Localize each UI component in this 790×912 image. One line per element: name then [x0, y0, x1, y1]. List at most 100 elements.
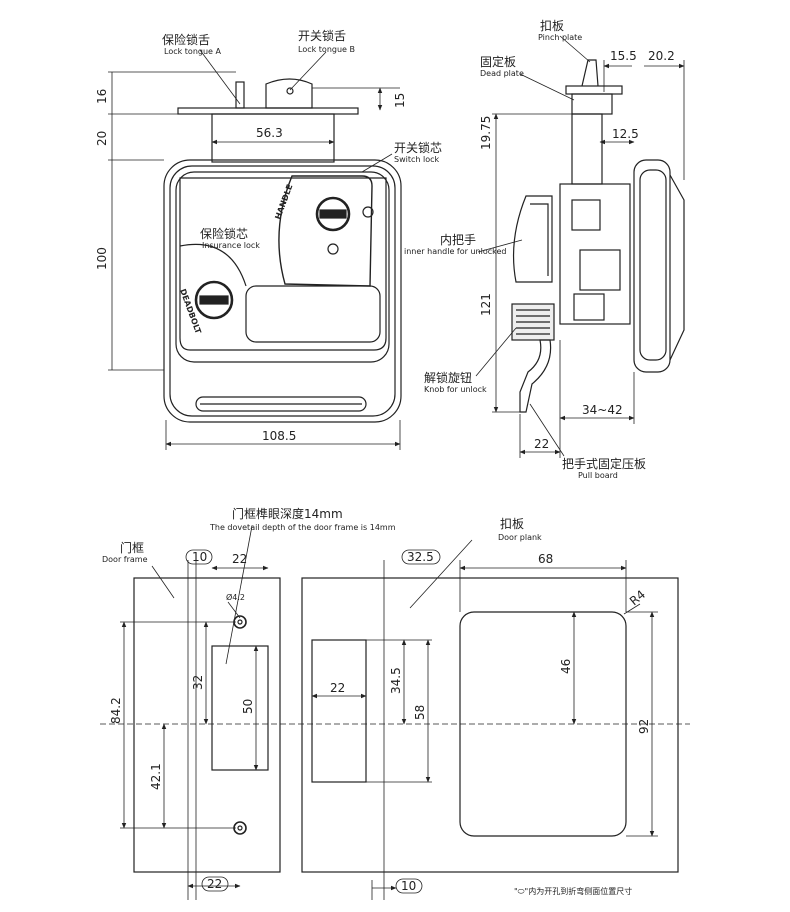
- dim-15: 15: [393, 93, 407, 108]
- dim-42-1: 42.1: [149, 763, 163, 790]
- front-view-text: 保险锁舌 Lock tongue A 开关锁舌 Lock tongue B 开关…: [95, 28, 442, 443]
- leader-dovetail: [225, 525, 253, 665]
- door-frame-text: 门框 Door frame 门框榫眼深度14mm The dovetail de…: [102, 506, 396, 892]
- side-cover: [633, 159, 671, 373]
- door-frame-label-en: Door frame: [102, 555, 148, 564]
- insurance-lock-cylinder: [194, 280, 234, 320]
- plank-cutout-small: [311, 639, 367, 783]
- door-plank-outline: [301, 577, 679, 873]
- top-plate: [177, 107, 359, 115]
- dim-20-2: 20.2: [648, 49, 675, 63]
- lock-housing-outer: [163, 159, 402, 423]
- dead-plate: [571, 93, 613, 115]
- dim-108-5: 108.5: [262, 429, 296, 443]
- knob-lines: [516, 309, 550, 335]
- dovetail-label: 门框榫眼深度14mm: [232, 506, 343, 521]
- dim-10-frame: 10: [192, 550, 207, 564]
- leader-door-plank: [409, 539, 473, 609]
- insurance-lock-label: 保险锁芯: [200, 226, 248, 241]
- dim-22-plank: 22: [330, 681, 345, 695]
- lock-tongue-a: [235, 81, 245, 109]
- switch-lock-label: 开关锁芯: [394, 140, 442, 155]
- dead-plate-label: 固定板: [480, 54, 516, 69]
- dim-50: 50: [241, 699, 255, 714]
- dim-10-frame-badge: [185, 549, 213, 565]
- pinch-clip: [581, 59, 599, 87]
- handle-text: HANDLE: [273, 183, 294, 221]
- dim-121: 121: [479, 293, 493, 316]
- door-plank-text: 扣板 Door plank 32.5 68 R4 46 22 34.5 58 9…: [330, 517, 651, 896]
- dim-22-side: 22: [534, 437, 549, 451]
- door-frame-dimensions: [100, 525, 690, 900]
- leader-pull-board: [529, 403, 565, 457]
- dim-19-75: 19.75: [479, 116, 493, 150]
- dim-22-frame-badge: [201, 876, 229, 892]
- plank-cutout-large: [459, 611, 627, 837]
- door-frame-label: 门框: [120, 540, 144, 555]
- side-mechanism: [559, 183, 631, 325]
- leader-phi: [227, 601, 241, 619]
- side-body-upper: [571, 113, 603, 185]
- bottom-lip: [195, 396, 367, 412]
- bend-note: "⬭"内为开孔到折弯侧面位置尺寸: [514, 886, 632, 896]
- dim-22-frame-bottom: 22: [207, 877, 222, 891]
- pinch-plate-label-en: Pinch plate: [538, 33, 582, 42]
- inner-handle-label-en: inner handle for unlocked: [404, 247, 506, 256]
- switch-body-neck: [211, 113, 335, 163]
- insurance-lock-slot: [199, 295, 229, 305]
- door-plank-dimensions: [311, 539, 658, 900]
- dim-10-plank: 10: [401, 879, 416, 893]
- inner-handle-label: 内把手: [440, 233, 476, 247]
- dim-phi-4-2: Ø4.2: [226, 592, 245, 602]
- door-frame-outline: [133, 577, 281, 873]
- dim-92: 92: [637, 719, 651, 734]
- dim-12-5: 12.5: [612, 127, 639, 141]
- pull-board-label: 把手式固定压板: [562, 456, 646, 471]
- inner-handle-detail: [530, 203, 549, 276]
- screw-hole-bottom-inner: [237, 825, 243, 831]
- leader-dead-plate: [519, 73, 575, 101]
- dim-22-frame-top: 22: [232, 552, 247, 566]
- leader-inner-handle: [477, 239, 523, 253]
- front-view-dimensions: [108, 49, 401, 450]
- dim-34-5: 34.5: [389, 667, 403, 694]
- lower-handle: [245, 285, 381, 343]
- dim-r4: R4: [627, 587, 648, 608]
- inner-handle: [512, 195, 553, 283]
- dovetail-slot: [211, 645, 269, 771]
- lock-tongue-b-label: 开关锁舌: [298, 28, 346, 43]
- dim-16: 16: [95, 89, 109, 104]
- side-view-dimensions: [475, 35, 685, 458]
- door-plank-label: 扣板: [500, 517, 524, 531]
- pinch-plate-label: 扣板: [540, 19, 564, 33]
- side-cover-lip: [669, 174, 685, 361]
- lock-tongue-a-label: 保险锁舌: [162, 32, 210, 47]
- dim-46: 46: [559, 659, 573, 674]
- dim-58: 58: [413, 705, 427, 720]
- pull-board: [519, 339, 552, 413]
- handle-recess: [179, 177, 387, 351]
- pull-board-label-en: Pull board: [578, 471, 618, 480]
- side-mech-block-2: [579, 249, 621, 291]
- lock-tongue-b-label-en: Lock tongue B: [298, 45, 355, 54]
- side-cover-inner: [639, 169, 667, 361]
- knob-label-en: Knob for unlock: [424, 385, 487, 394]
- handle-plate: [278, 175, 373, 287]
- switch-lock-icon: [362, 206, 374, 218]
- dim-32-5: 32.5: [407, 550, 434, 564]
- switch-lock-label-en: Switch lock: [394, 155, 440, 164]
- side-mech-block-1: [571, 199, 601, 231]
- leader-tongue-b: [289, 51, 327, 91]
- tongue-b-screw: [286, 87, 294, 95]
- leader-knob: [475, 327, 517, 377]
- side-view-text: 扣板 Pinch plate 固定板 Dead plate 内把手 inner …: [404, 19, 675, 480]
- dim-32-5-badge: [401, 549, 441, 565]
- switch-lock-slot: [319, 209, 347, 219]
- pinch-plate: [565, 85, 623, 95]
- leader-switch-lock: [361, 153, 393, 173]
- door-plank-label-en: Door plank: [498, 533, 542, 542]
- leader-door-frame: [151, 565, 175, 599]
- dim-10-plank-badge: [395, 878, 423, 894]
- front-view: [163, 78, 402, 423]
- insurance-lock-label-en: Insurance lock: [202, 241, 260, 250]
